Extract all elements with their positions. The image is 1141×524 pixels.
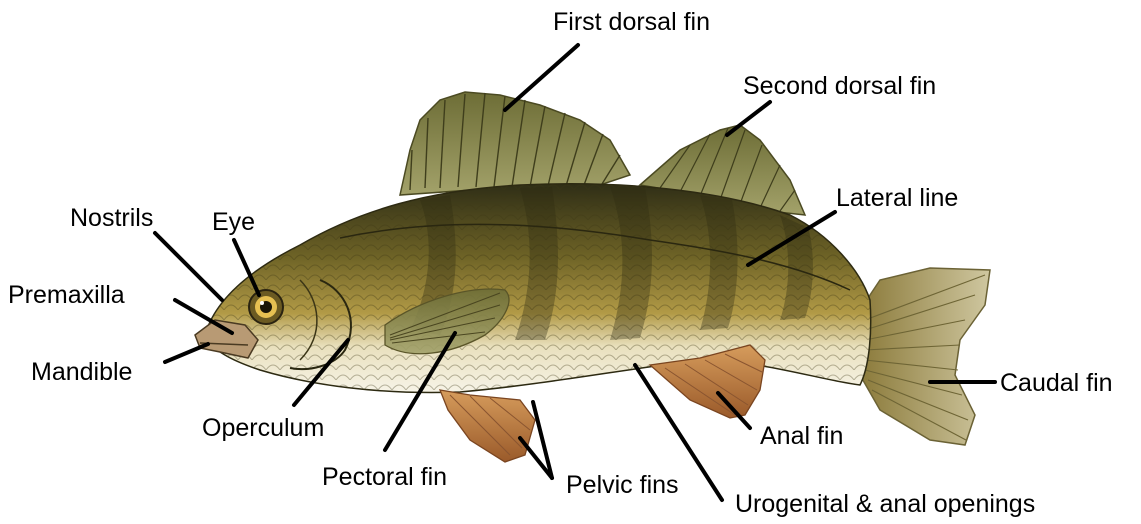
- label-eye: Eye: [212, 210, 255, 235]
- leader-nostrils: [155, 233, 222, 300]
- pelvic-fin-shape: [440, 390, 535, 462]
- label-second-dorsal-fin: Second dorsal fin: [743, 74, 936, 99]
- eye-shape: [249, 290, 283, 324]
- label-nostrils: Nostrils: [70, 206, 153, 231]
- leader-first-dorsal-fin: [505, 45, 578, 110]
- leader-second-dorsal-fin: [727, 102, 770, 135]
- label-pectoral-fin: Pectoral fin: [322, 465, 447, 490]
- label-caudal-fin: Caudal fin: [1000, 371, 1113, 396]
- first-dorsal-fin-shape: [400, 92, 630, 195]
- label-premaxilla: Premaxilla: [8, 283, 125, 308]
- label-anal-fin: Anal fin: [760, 424, 843, 449]
- label-mandible: Mandible: [31, 360, 132, 385]
- label-pelvic-fins: Pelvic fins: [566, 473, 679, 498]
- label-first-dorsal-fin: First dorsal fin: [553, 10, 710, 35]
- label-lateral-line: Lateral line: [836, 186, 958, 211]
- leader-mandible: [165, 344, 208, 362]
- label-urogenital-anal-openings: Urogenital & anal openings: [735, 492, 1035, 517]
- label-operculum: Operculum: [202, 416, 324, 441]
